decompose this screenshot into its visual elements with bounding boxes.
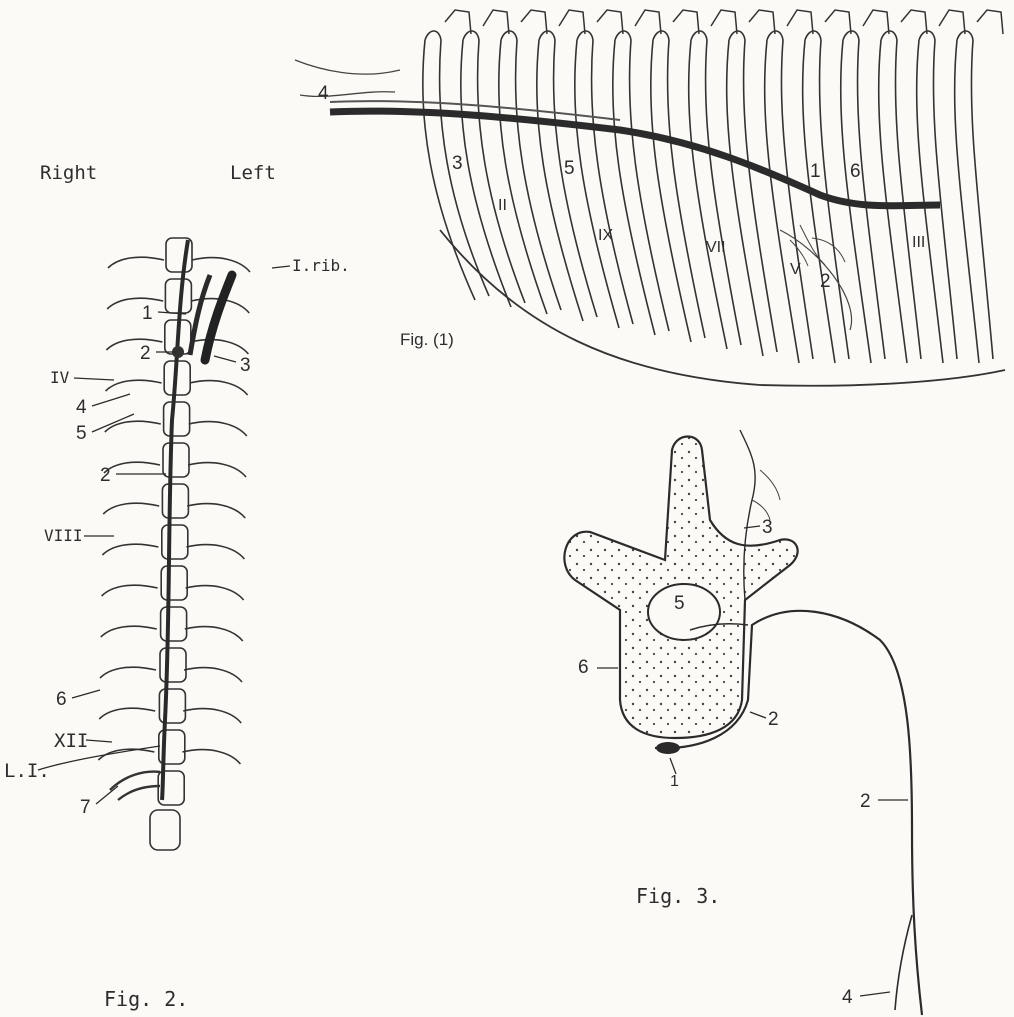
fig1-rib-v: V [790,262,801,278]
fig1-label-6: 6 [850,162,861,181]
fig1-rib [668,40,706,338]
fig2-label-3: 3 [240,356,251,375]
fig1-rib [537,40,583,321]
fig1-label-4: 4 [318,84,329,103]
fig2-label-xii: XII [54,732,88,751]
fig1-rib [955,40,979,363]
fig2-label-6: 6 [56,690,67,709]
fig1-label-3: 3 [452,154,463,173]
fig1-rib [613,40,655,335]
fig1-spinous-process [597,10,623,34]
fig2-caption: Fig. 2. [104,987,188,1011]
fig1-rib-vii: VII [706,240,726,256]
fig1-rib [857,40,885,359]
fig3-label-2a: 2 [768,710,779,729]
fig2-label-7: 7 [80,798,91,817]
fig1-label-1: 1 [810,162,821,181]
fig3-label-6: 6 [578,658,589,677]
fig1-spinous-process [559,10,585,34]
fig1-label-2: 2 [820,272,831,291]
fig2-label-2b: 2 [100,466,111,485]
fig1-rib-ix: IX [598,228,613,244]
fig1-spinous-process [521,10,547,34]
fig2-label-2a: 2 [140,344,151,363]
fig1-rib [917,40,943,363]
fig1-spinous-process [787,10,813,34]
fig2-label-1: 1 [142,304,153,323]
fig3-label-2b: 2 [860,792,871,811]
fig1-rib [727,40,763,356]
fig1-spinous-process [901,10,927,34]
fig2-label-iv: IV [50,370,69,386]
fig2-label-li: L.I. [4,762,50,781]
fig1-rib [499,40,547,314]
fig1-spinous-process [673,10,699,34]
fig1-caption: Fig. (1) [400,330,454,350]
fig1-spinous-process [483,10,509,34]
fig1-rib [651,40,691,342]
fig1-rib [971,40,993,359]
fig1-spinous-process [939,10,965,34]
fig1-label-5: 5 [564,159,575,178]
fig1-spinous-process [977,10,1003,34]
fig1-rib [743,40,777,352]
fig2-label-i-rib: I.rib. [292,258,350,274]
fig2-left-heading: Left [230,164,276,183]
fig3-label-4: 4 [842,988,853,1007]
fig1-spinous-process [749,10,775,34]
fig1-spinous-process [445,10,471,34]
fig3-label-3: 3 [762,518,773,537]
fig1-spinous-process [711,10,737,34]
fig1-rib-head [425,31,441,40]
fig3-caption: Fig. 3. [636,884,720,908]
fig1-spinous-process [863,10,889,34]
fig1-spinous-process [825,10,851,34]
fig1-rib [781,40,813,359]
fig1-rib [478,40,525,303]
fig1-rib [630,40,669,331]
fig1-rib [689,40,727,349]
fig2-label-5: 5 [76,424,87,443]
fig2-right-heading: Right [40,164,97,183]
fig3-label-1: 1 [670,774,679,790]
fig1-rib-ii: II [498,198,507,214]
fig2-label-viii: VIII [44,528,83,544]
fig1-rib-iii: III [912,235,925,251]
fig1-spinous-process [635,10,661,34]
fig2-label-4: 4 [76,398,87,417]
fig3-label-5: 5 [674,594,685,613]
